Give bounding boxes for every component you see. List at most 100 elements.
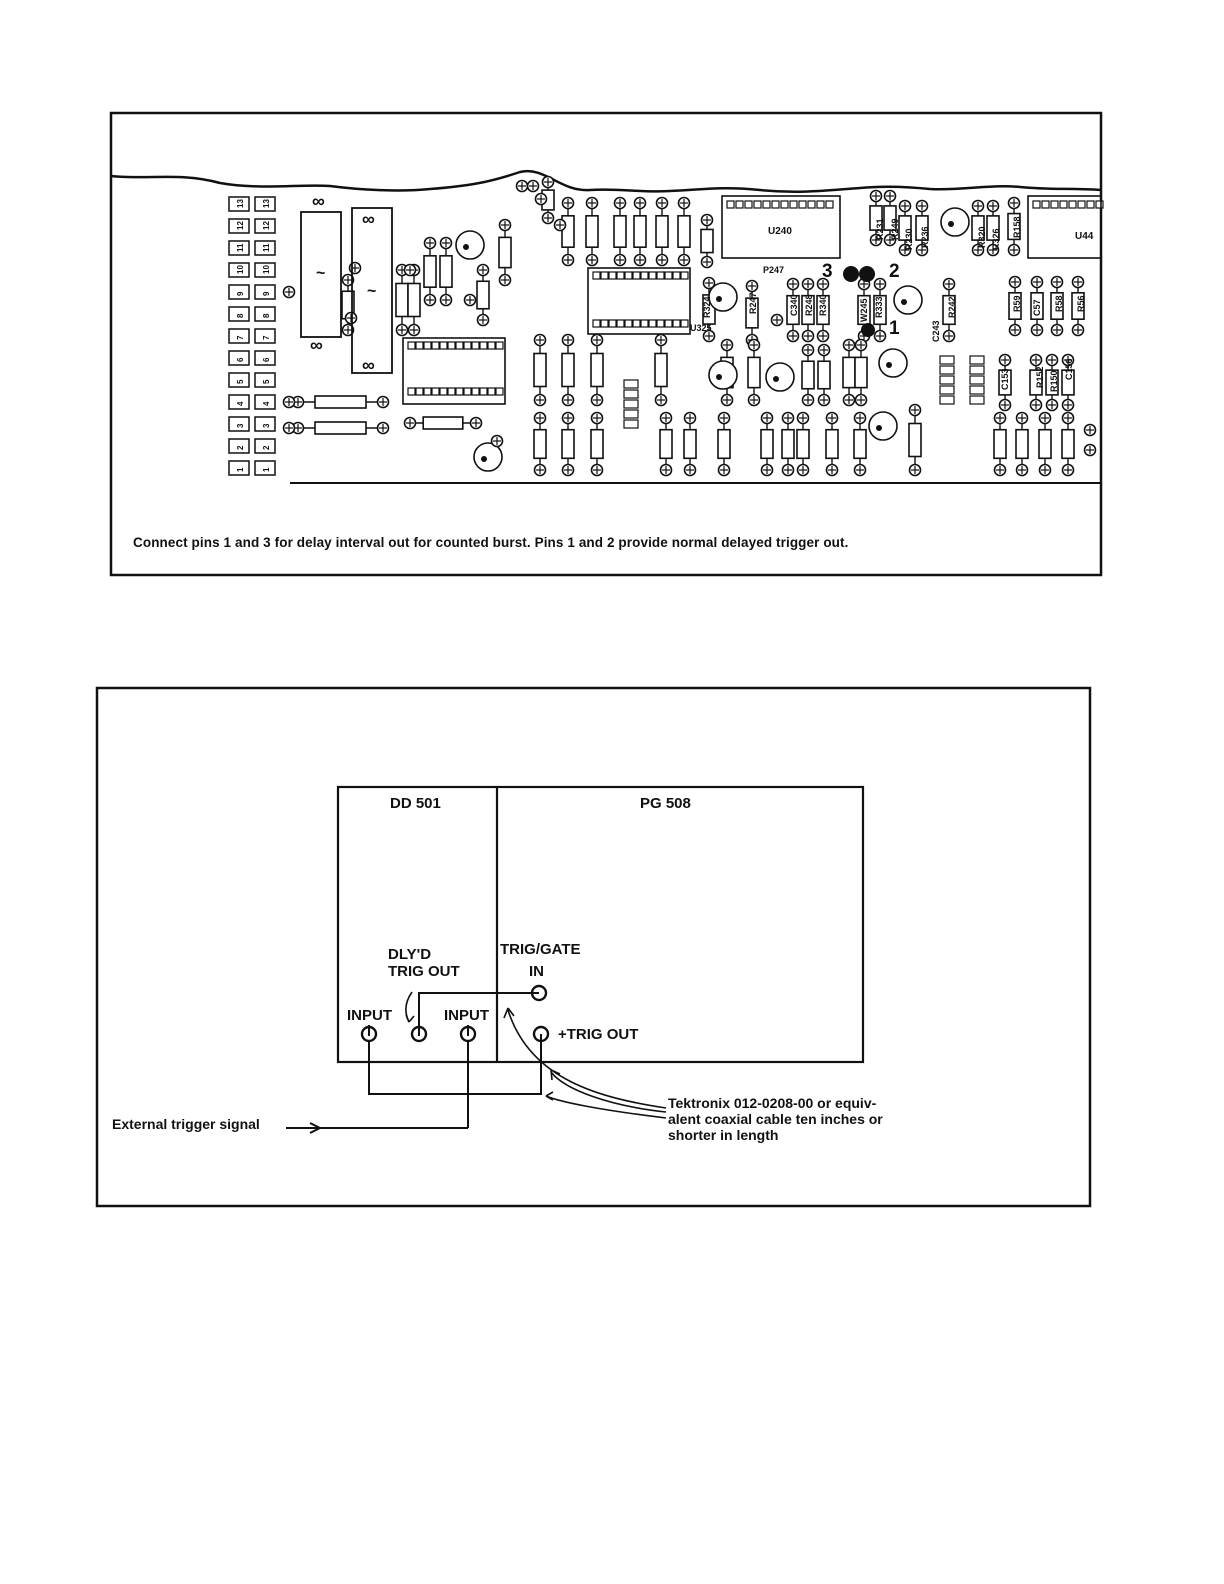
external-trigger-label: External trigger signal [112, 1116, 260, 1132]
edge-pin-number: 9 [236, 291, 245, 296]
ic-pin [656, 319, 665, 328]
resistor-body [561, 428, 575, 460]
solder-pad-icon [796, 463, 810, 477]
label-r340: R340 [818, 294, 828, 316]
ic-pin [624, 271, 633, 280]
label-r249: R249 [890, 218, 900, 240]
solder-pad-icon [1050, 323, 1064, 337]
solder-pad-icon [659, 411, 673, 425]
solder-pad-icon [533, 333, 547, 347]
edge-pin [228, 460, 250, 476]
edge-pin [228, 240, 250, 256]
ic-pin [726, 200, 735, 209]
cable-dlyd-to-trig-gate [418, 992, 530, 1026]
solder-pad-icon [993, 411, 1007, 425]
edge-pin [228, 438, 250, 454]
label-c57: C57 [1032, 299, 1042, 316]
solder-pad-icon [403, 263, 417, 277]
edge-pin [254, 394, 276, 410]
header-pin [623, 389, 639, 399]
ic-pin [487, 341, 496, 350]
resistor-body [745, 297, 759, 329]
solder-pad-icon [942, 277, 956, 291]
solder-pad-icon [476, 313, 490, 327]
edge-pin-number: 12 [262, 221, 271, 230]
header-pin [623, 379, 639, 389]
resistor-body [1030, 291, 1044, 320]
ic-pin [439, 387, 448, 396]
resistor-body [801, 360, 815, 390]
solder-pad-icon [541, 175, 555, 189]
solder-pad-icon [655, 253, 669, 267]
trig-out-label: +TRIG OUT [558, 1026, 638, 1043]
solder-pad-icon [853, 463, 867, 477]
solder-pad-icon [585, 253, 599, 267]
resistor-body [1038, 428, 1052, 460]
transistor-icon [708, 282, 738, 312]
solder-pad-icon [1015, 411, 1029, 425]
resistor-body [633, 215, 647, 248]
edge-pin-number: 4 [262, 401, 271, 406]
transistor-icon [473, 442, 503, 472]
ic-pin [471, 341, 480, 350]
label-w245: W245 [859, 298, 869, 322]
ic-pin [439, 341, 448, 350]
header-pin [623, 409, 639, 419]
header-pin [969, 365, 985, 375]
input-right-label: INPUT [444, 1007, 489, 1024]
edge-pin [254, 438, 276, 454]
transistor-icon [868, 411, 898, 441]
resistor-body [854, 356, 868, 389]
ic-pin [495, 341, 504, 350]
resistor-body [585, 215, 599, 248]
cable-note-pointer-2 [550, 1071, 667, 1113]
figure-1-frame [109, 111, 1103, 577]
board-components [282, 175, 1104, 477]
ic-pin [735, 200, 744, 209]
dlyd-label-line2: TRIG OUT [388, 963, 460, 980]
edge-pin-number: 2 [262, 445, 271, 450]
torn-edge [110, 169, 1102, 193]
ic-pin [771, 200, 780, 209]
ic-pin [1068, 200, 1077, 209]
edge-pin-number: 7 [262, 335, 271, 340]
edge-pin [254, 350, 276, 366]
solder-pad-icon [654, 393, 668, 407]
solder-pad-icon [873, 277, 887, 291]
solder-pad-icon [282, 285, 296, 299]
resistor-body [700, 228, 714, 254]
ic-pin [423, 387, 432, 396]
transistor-icon [765, 362, 795, 392]
solder-pad-icon [781, 463, 795, 477]
transistor-lead-dot [773, 376, 779, 382]
solder-pad-icon [817, 393, 831, 407]
solder-pad-icon [1083, 423, 1097, 437]
edge-pin-number: 6 [236, 357, 245, 362]
resistor-body [1071, 291, 1085, 320]
solder-pad-icon [1007, 196, 1021, 210]
solder-pad-icon [590, 411, 604, 425]
ic-pin [600, 319, 609, 328]
dlyd-pointer-head-icon [405, 1014, 415, 1023]
edge-pin [254, 196, 276, 212]
solder-pad-icon [816, 329, 830, 343]
solder-pad-icon [423, 293, 437, 307]
solder-pad-icon [469, 416, 483, 430]
ic-pin [753, 200, 762, 209]
solder-pad-icon [747, 338, 761, 352]
transistor-lead-dot [901, 299, 907, 305]
solder-pad-icon [842, 338, 856, 352]
solder-pad-icon [395, 323, 409, 337]
ic-pin [447, 387, 456, 396]
edge-pin-number: 6 [262, 357, 271, 362]
ic-pin [807, 200, 816, 209]
solder-pad-icon [590, 333, 604, 347]
external-trigger-arrow-icon [286, 1122, 323, 1134]
solder-pad-icon [1061, 398, 1075, 412]
ic-pin [455, 341, 464, 350]
cable-note-line3: shorter in length [668, 1127, 778, 1143]
header-pin [939, 365, 955, 375]
solder-pad-icon [702, 329, 716, 343]
solder-pad-icon [534, 192, 548, 206]
